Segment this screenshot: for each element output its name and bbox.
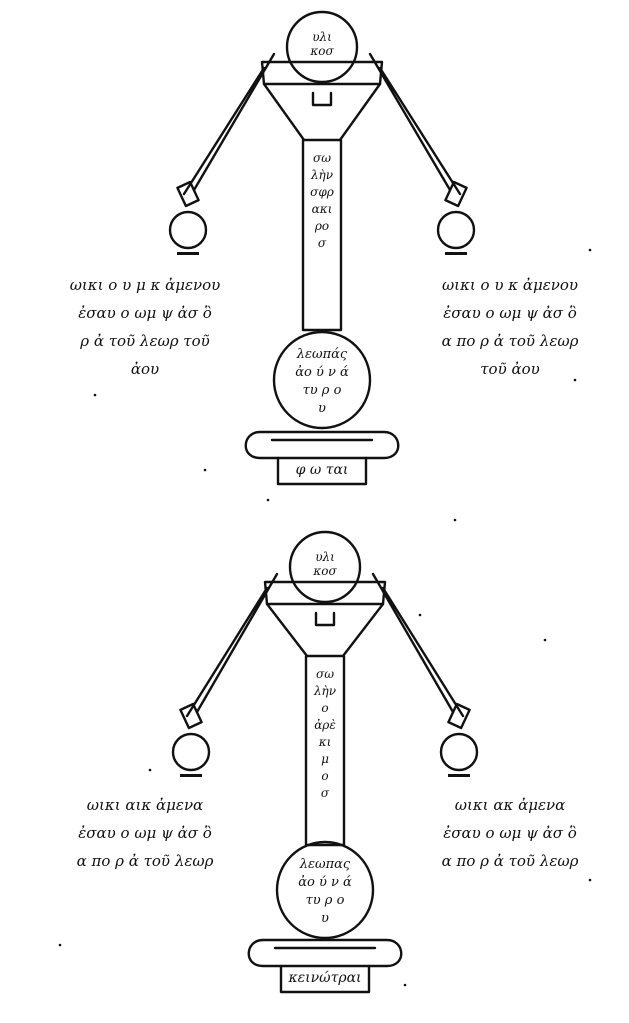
bottom-circle-text: υ <box>321 911 329 926</box>
right-weight-ball <box>436 210 476 250</box>
base-scroll <box>244 430 400 460</box>
base-label: κεινώτραι <box>287 970 361 986</box>
ink-speck <box>453 518 457 522</box>
hanger-stub <box>314 611 336 627</box>
right-weight-ball <box>439 732 479 772</box>
column-text: σ <box>321 786 330 800</box>
ink-speck <box>203 468 207 472</box>
right-note-line: α πο ρ ἀ τοῦ λεωρ <box>442 332 579 350</box>
bottom-circle-text: τυ ρ ο <box>303 383 342 398</box>
bottom-circle-text: λεωπας <box>299 857 351 872</box>
column-text: μ <box>321 752 329 766</box>
base-scroll <box>247 938 403 968</box>
left-weight-ball <box>171 732 211 772</box>
base-label: φ ω ται <box>296 462 349 478</box>
right-holder <box>444 180 468 208</box>
left-weight-base <box>180 774 202 777</box>
left-note-line: ἐσαυ ο ωμ ψ ἀσ ὃ <box>78 304 212 322</box>
column <box>301 138 343 332</box>
right-note-line: ωικι ακ ἀμενα <box>455 796 566 814</box>
top-circle <box>288 530 362 604</box>
left-weight-ball <box>168 210 208 250</box>
left-arm-strings <box>185 572 279 718</box>
hanger-stub <box>311 91 333 107</box>
column-text: ο <box>321 701 328 715</box>
column-text: κι <box>318 735 332 749</box>
column-text: ρο <box>314 219 329 233</box>
ink-speck <box>418 613 422 617</box>
right-note-line: ἐσαυ ο ωμ ψ ἀσ ὃ <box>443 824 577 842</box>
left-arm-strings <box>182 52 276 196</box>
column-text: ἀρὲ <box>314 718 336 732</box>
right-holder <box>447 702 471 730</box>
column-text: λὴν <box>310 168 333 182</box>
base-block <box>279 964 371 994</box>
ink-speck <box>588 878 592 882</box>
bottom-circle-text: ἀο ύ ν ά <box>295 365 349 380</box>
right-arm-strings <box>371 572 465 718</box>
bottom-circle <box>272 330 372 430</box>
column-text: σ <box>318 236 327 250</box>
top-circle <box>285 10 359 84</box>
left-note-line: ἀου <box>131 360 159 378</box>
right-weight-base <box>445 252 467 255</box>
bottom-circle-text: ἀο ύ ν ά <box>298 875 352 890</box>
base-block <box>276 456 368 486</box>
left-note-line: ωικι ο υ μ κ ἀμενου <box>70 276 221 294</box>
left-note-line: ωικι αικ ἀμενα <box>87 796 203 814</box>
left-weight-base <box>177 252 199 255</box>
right-note-line: α πο ρ ἀ τοῦ λεωρ <box>442 852 579 870</box>
ink-speck <box>93 393 97 397</box>
right-note-line: τοῦ ἀου <box>480 360 540 378</box>
bottom-circle <box>275 840 375 940</box>
left-holder <box>176 180 200 208</box>
right-note-line: ἐσαυ ο ωμ ψ ἀσ ὃ <box>443 304 577 322</box>
column <box>304 654 346 847</box>
top-circle-text: κοσ <box>309 44 334 58</box>
column-text: σω <box>313 151 331 165</box>
left-note-line: α πο ρ ἀ τοῦ λεωρ <box>77 852 214 870</box>
top-circle-text: υλι <box>315 550 335 564</box>
beam-frame <box>260 60 384 86</box>
left-note-line: ρ ἀ τοῦ λεωρ τοῦ <box>79 332 210 350</box>
ink-speck <box>403 983 407 987</box>
bottom-circle-text: υ <box>318 401 326 416</box>
bottom-circle-text: τυ ρ ο <box>306 893 345 908</box>
ink-speck <box>58 943 62 947</box>
top-circle-text: υλι <box>312 30 332 44</box>
right-arm-strings <box>368 52 462 196</box>
column-text: λὴν <box>313 684 336 698</box>
left-note-line: ἐσαυ ο ωμ ψ ἀσ ὃ <box>78 824 212 842</box>
bottom-circle-text: λεωπάς <box>296 347 348 362</box>
right-weight-base <box>448 774 470 777</box>
ink-speck <box>543 638 547 642</box>
ink-speck <box>588 248 592 252</box>
ink-speck <box>266 498 270 502</box>
funnel-lines <box>265 602 385 658</box>
column-text: σφρ <box>310 185 334 199</box>
beam-frame <box>263 580 387 606</box>
column-text: ο <box>321 769 328 783</box>
left-holder <box>179 702 203 730</box>
ink-speck <box>573 378 577 382</box>
column-text: ακι <box>312 202 333 216</box>
right-note-line: ωικι ο υ κ ἀμενου <box>442 276 578 294</box>
column-text: σω <box>316 667 334 681</box>
ink-speck <box>148 768 152 772</box>
funnel-lines <box>262 82 382 142</box>
top-circle-text: κοσ <box>312 564 337 578</box>
